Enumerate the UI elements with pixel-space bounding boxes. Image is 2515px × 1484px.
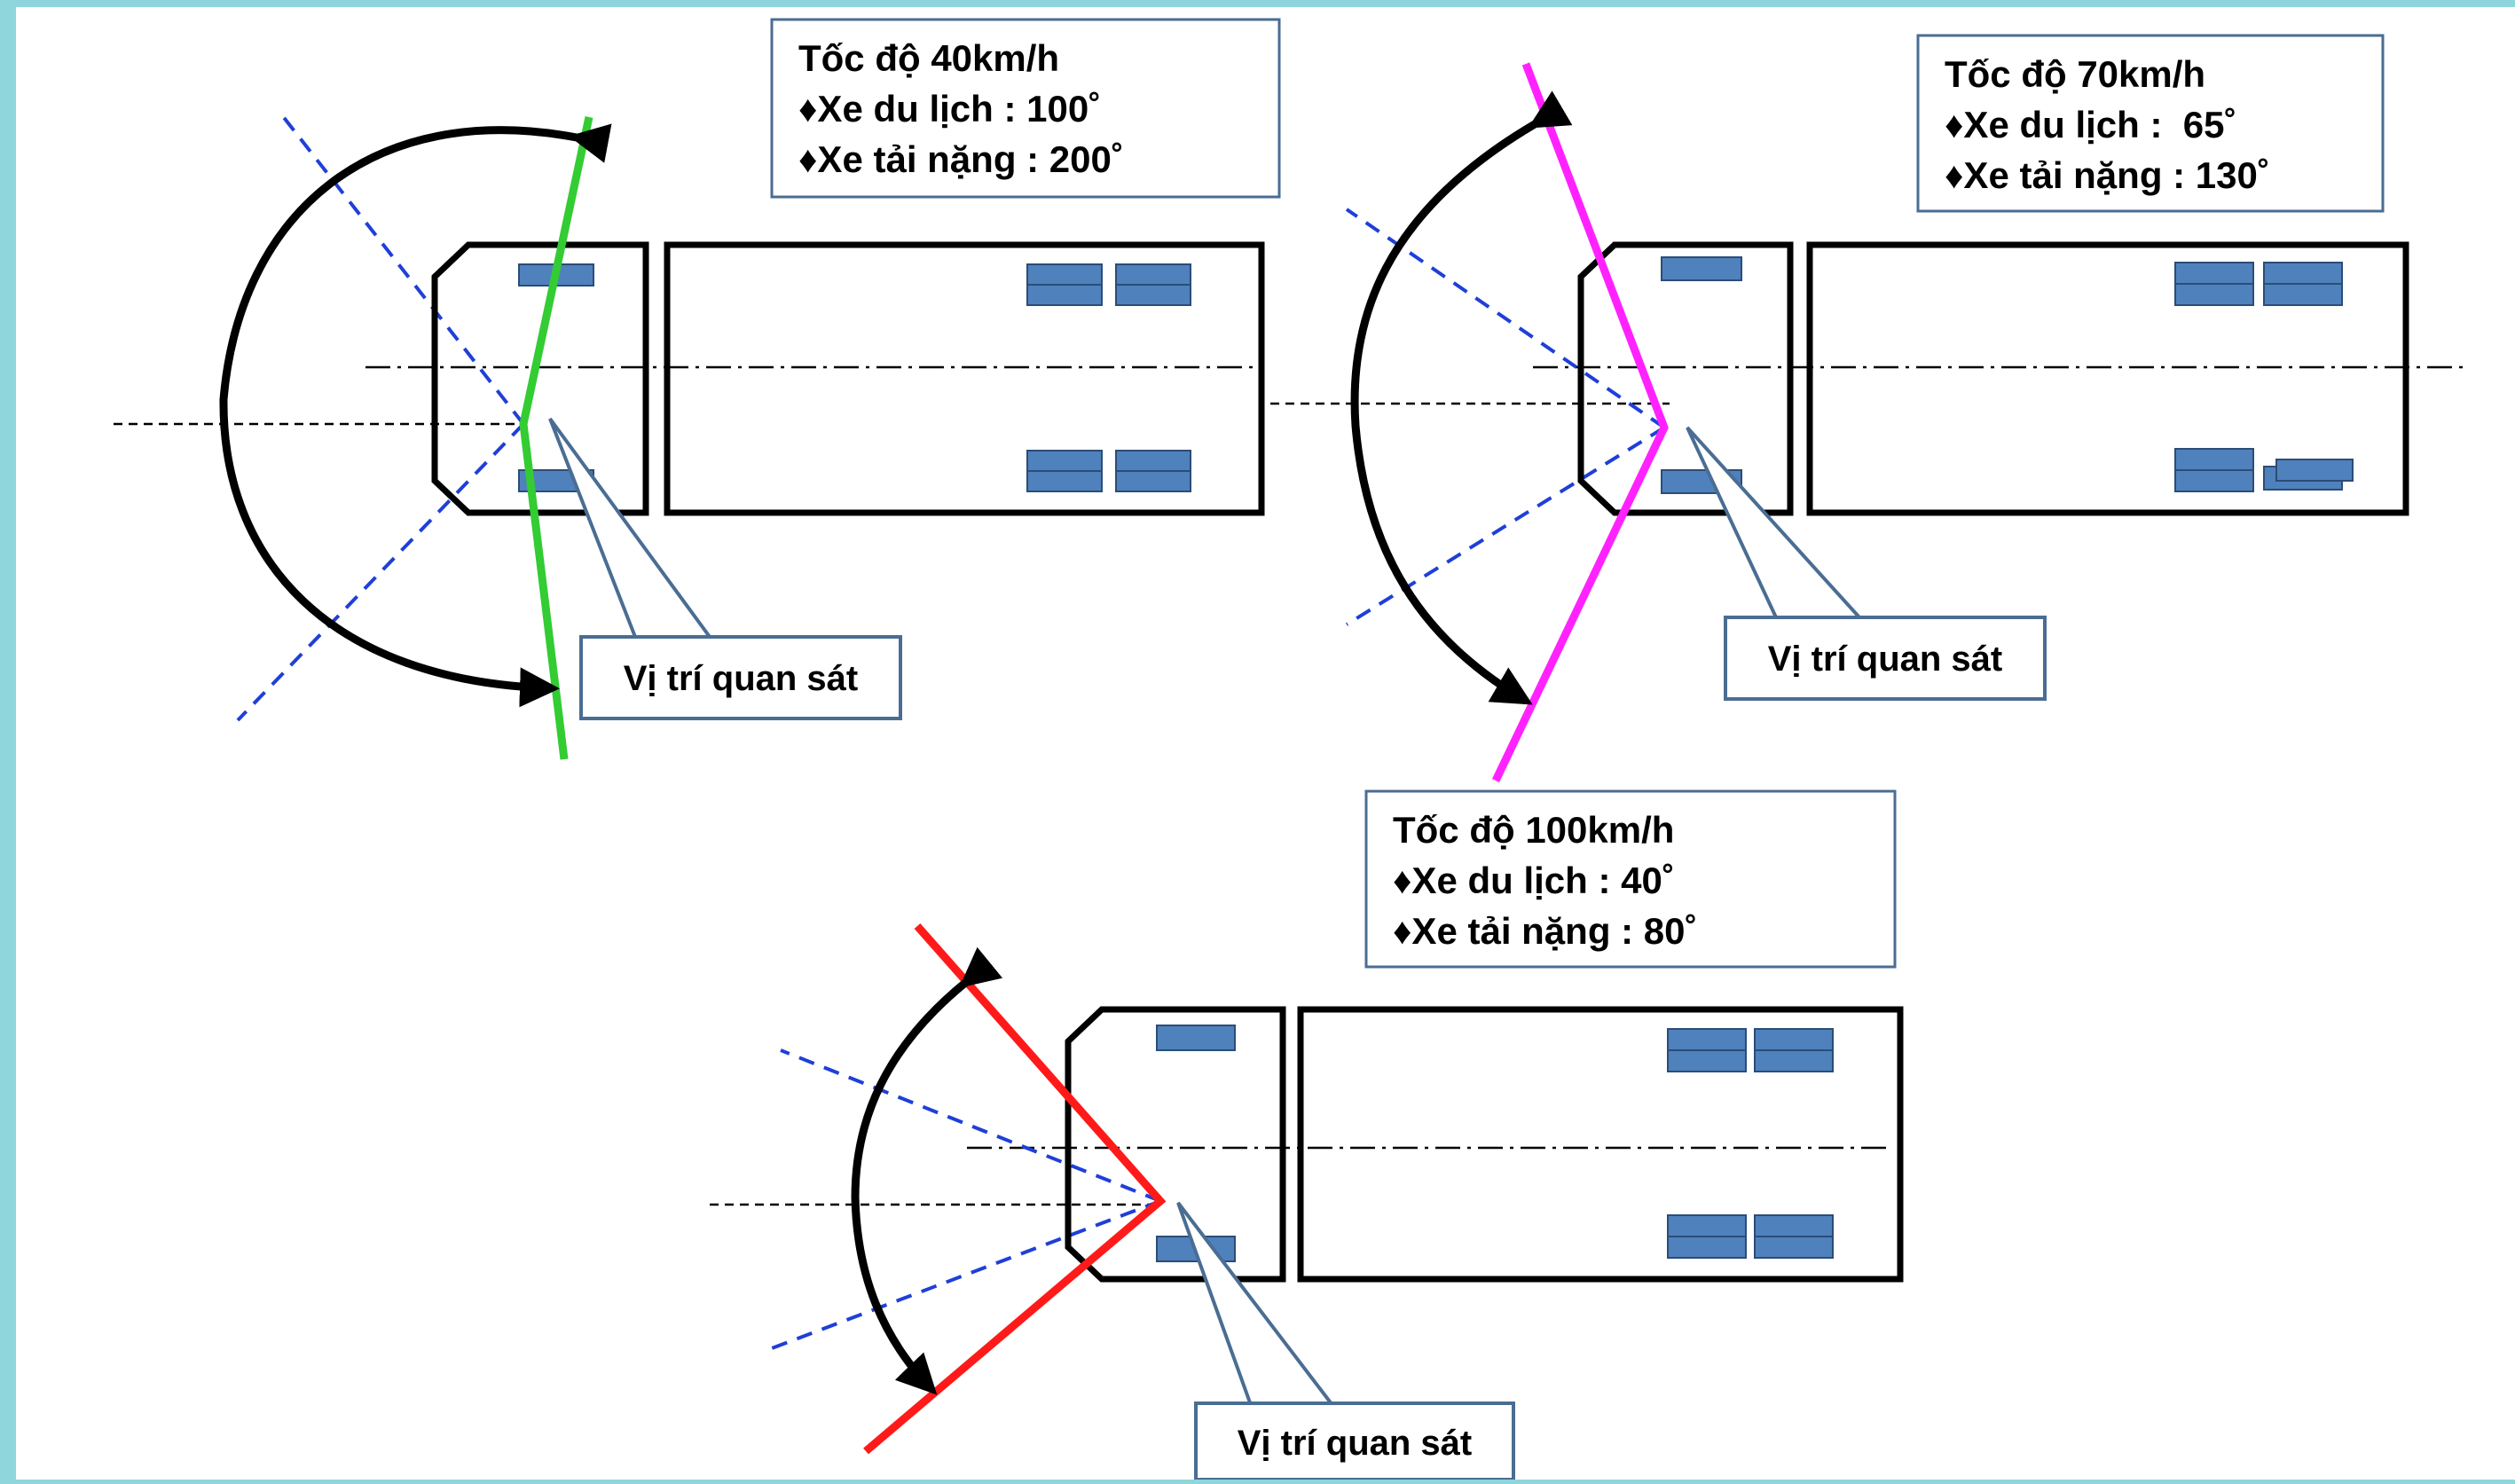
truck-trailer — [1806, 241, 2409, 516]
rear-wheels — [1026, 263, 1191, 492]
view-angle-arc — [219, 123, 612, 708]
rear-wheels — [1667, 1028, 1834, 1259]
diagram-speed-40: Vị trí quan sát Tốc độ 40km/h ♦Xe du lịc… — [114, 18, 1281, 760]
heavy-truck-angle: ♦Xe tải nặng : 80˚ — [1393, 910, 1698, 952]
truck-cab — [431, 241, 649, 516]
observation-callout — [1724, 616, 2047, 701]
truck-cab — [1065, 1006, 1286, 1283]
truck-cab — [1577, 241, 1794, 516]
speed-info-box — [770, 18, 1281, 199]
sight-line-lower — [236, 422, 525, 722]
callout-label: Vị trí quan sát — [624, 659, 859, 698]
observation-callout — [579, 635, 902, 720]
mirror-left — [1156, 1025, 1236, 1051]
speed-label: Tốc độ 100km/h — [1393, 809, 1674, 851]
view-angle-arc — [1350, 90, 1573, 705]
speed-label: Tốc độ 70km/h — [1945, 53, 2205, 95]
callout-label: Vị trí quan sát — [1768, 640, 2003, 679]
mirror-left — [1661, 256, 1742, 281]
truck-trailer — [1297, 1006, 1904, 1283]
truck-trailer — [664, 241, 1265, 516]
passenger-car-angle: ♦Xe du lịch : 100˚ — [798, 88, 1101, 130]
speed-info-box — [1916, 34, 2385, 213]
passenger-car-angle: ♦Xe du lịch : 65˚ — [1945, 104, 2237, 145]
rear-wheels — [2174, 262, 2354, 492]
view-angle-arc — [851, 946, 1003, 1395]
sight-line-upper — [280, 114, 525, 426]
heavy-truck-angle: ♦Xe tải nặng : 130˚ — [1945, 154, 2270, 196]
diagram-speed-100: Vị trí quan sát Tốc độ 100km/h ♦Xe du lị… — [710, 789, 1904, 1481]
sight-line-upper — [780, 1048, 1161, 1203]
passenger-car-angle: ♦Xe du lịch : 40˚ — [1393, 860, 1675, 901]
speed-label: Tốc độ 40km/h — [798, 37, 1059, 79]
diagram-speed-70: Vị trí quan sát Tốc độ 70km/h ♦Xe du lịc… — [1270, 34, 2466, 782]
slide-background — [16, 7, 2515, 1480]
callout-label: Vị trí quan sát — [1238, 1424, 1473, 1463]
heavy-truck-angle: ♦Xe tải nặng : 200˚ — [798, 138, 1124, 180]
speed-info-box — [1364, 789, 1897, 969]
sight-line-lower — [771, 1199, 1161, 1350]
